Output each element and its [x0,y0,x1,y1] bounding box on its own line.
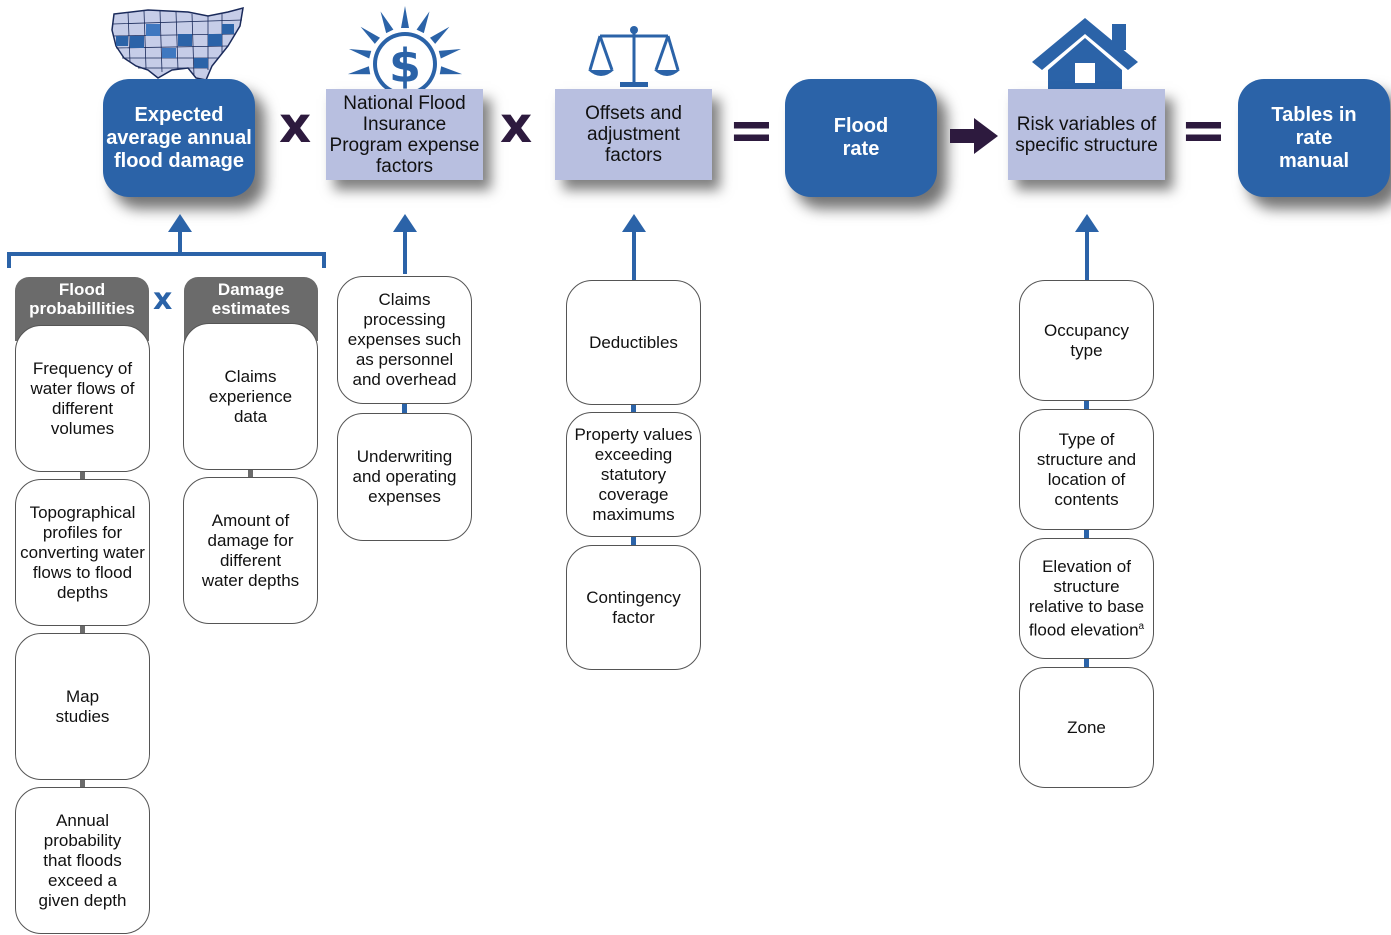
equals-operator-2: = [1180,98,1227,163]
offsets-arrow [622,214,646,280]
scales-icon [588,26,680,87]
expected-damage-box: Expected average annual flood damage [103,79,255,197]
offsets-box: Offsets and adjustment factors [555,89,712,180]
us-map-icon [111,6,244,81]
dollar-sun-icon: $ [347,6,463,92]
right-arrow-icon [950,118,998,154]
prob-card-annual: Annual probability that floods exceed a … [15,787,150,934]
prob-card-frequency: Frequency of water flows of different vo… [15,325,150,472]
prob-card-map-studies: Map studies [15,633,150,780]
flood-rate-label: Flood rate [833,115,889,160]
risk-elevation-label: Elevation of structure relative to base … [1028,556,1145,640]
expense-card-underwriting: Underwriting and operating expenses [337,413,472,541]
risk-separator-1 [1084,401,1089,409]
prob-separator-3 [80,780,85,788]
multiply-operator-1: x [279,96,312,154]
damage-card-claims: Claims experience data [183,323,318,470]
offset-separator-2 [631,537,636,545]
offset-card-contingency: Contingency factor [566,545,701,670]
multiply-operator-2: x [500,96,533,154]
risk-elevation-text: Elevation of structure relative to base … [1024,557,1149,641]
offset-separator-1 [631,405,636,413]
risk-separator-3 [1084,659,1089,667]
house-icon [1032,18,1138,92]
elevation-footnote-marker: a [1138,620,1145,632]
prob-card-topographical: Topographical profiles for converting wa… [15,479,150,626]
nfip-expense-label: National Flood Insurance Program expense… [329,92,480,177]
equals-operator-1: = [728,98,775,163]
damage-card-amount: Amount of damage for different water dep… [183,477,318,624]
risk-card-elevation: Elevation of structure relative to base … [1019,538,1154,659]
offset-card-property-values: Property values exceeding statutory cove… [566,412,701,537]
risk-card-structure-type: Type of structure and location of conten… [1019,409,1154,530]
expense-separator [402,404,407,413]
svg-text:$: $ [389,39,421,92]
risk-variables-box: Risk variables of specific structure [1008,89,1165,180]
risk-arrow [1075,214,1099,280]
nfip-expense-box: National Flood Insurance Program expense… [326,89,483,180]
risk-card-zone: Zone [1019,667,1154,788]
expected-damage-label: Expected average annual flood damage [106,103,252,172]
tables-box: Tables in rate manual [1238,79,1390,197]
bracket-arrow [7,214,326,268]
expense-card-claims-processing: Claims processing expenses such as perso… [337,276,472,404]
offset-card-deductibles: Deductibles [566,280,701,405]
times-operator: x [153,282,173,317]
damage-separator-1 [248,470,253,478]
prob-separator-1 [80,472,85,480]
risk-variables-label: Risk variables of specific structure [1015,113,1158,156]
risk-card-occupancy: Occupancy type [1019,280,1154,401]
risk-separator-2 [1084,530,1089,538]
tables-label: Tables in rate manual [1271,103,1357,172]
prob-separator-2 [80,626,85,634]
offsets-label: Offsets and adjustment factors [585,103,682,166]
flood-rate-box: Flood rate [785,79,937,197]
expense-arrow [393,214,417,274]
